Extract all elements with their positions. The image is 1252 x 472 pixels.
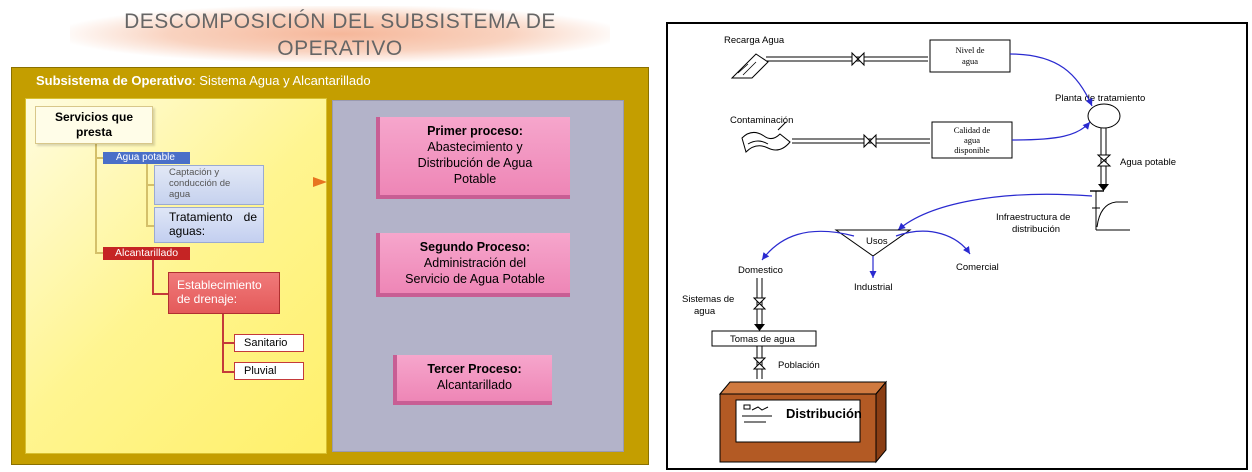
diagram-canvas: Recarga Agua Nivel de agua Contaminación… bbox=[682, 35, 1176, 464]
poblacion-label: Población bbox=[778, 360, 820, 371]
calidad-to-planta-arrow bbox=[1011, 121, 1091, 141]
distribucion-icon bbox=[742, 404, 772, 423]
captacion-line3: agua bbox=[169, 189, 191, 200]
recarga-agua-label: Recarga Agua bbox=[724, 35, 785, 46]
operative-subsystem-slide: DESCOMPOSICIÓN DEL SUBSISTEMA DE OPERATI… bbox=[11, 6, 649, 465]
agua-potable-flow bbox=[1096, 128, 1112, 191]
captacion-line2: conducción de bbox=[169, 178, 231, 189]
proceso1-line1: Abastecimiento y bbox=[427, 140, 523, 154]
poblacion-flow bbox=[752, 346, 767, 379]
usos-to-domestico-arrow bbox=[761, 230, 855, 261]
servicios-line1: Servicios que bbox=[54, 110, 134, 124]
contaminacion-flow bbox=[792, 133, 930, 149]
tree-connector bbox=[152, 260, 154, 294]
infra-line1: Infraestructura de bbox=[996, 212, 1070, 223]
calidad-line2: agua bbox=[964, 135, 980, 145]
sistemas-line1: Sistemas de bbox=[682, 294, 734, 305]
infra-line2: distribución bbox=[1012, 224, 1060, 235]
proceso1-line3: Potable bbox=[453, 172, 497, 186]
comercial-label: Comercial bbox=[956, 262, 999, 273]
sistemas-line2: agua bbox=[694, 306, 716, 317]
tree-connector bbox=[222, 371, 235, 373]
distribucion-label: Distribución bbox=[786, 406, 862, 421]
proceso3-title: Tercer Proceso: bbox=[427, 362, 522, 376]
proceso2-line2: Servicio de Agua Potable bbox=[405, 272, 545, 286]
tree-connector bbox=[152, 293, 169, 295]
tratamiento-word2: de bbox=[243, 210, 257, 224]
proceso3-line1: Alcantarillado bbox=[436, 378, 513, 392]
slide-title-line2: OPERATIVO bbox=[277, 37, 403, 60]
agua-potable-label: Agua potable bbox=[1120, 157, 1176, 168]
establecimiento-box: Establecimiento de drenaje: bbox=[168, 272, 280, 314]
calidad-line1: Calidad de bbox=[954, 125, 991, 135]
tree-connector bbox=[95, 252, 104, 254]
usos-node bbox=[834, 229, 912, 257]
tree-connector bbox=[95, 144, 97, 252]
servicios-line2: presta bbox=[75, 125, 113, 139]
industrial-label: Industrial bbox=[854, 282, 893, 293]
stock-flow-diagram: Recarga Agua Nivel de agua Contaminación… bbox=[666, 22, 1248, 470]
tratamiento-box: Tratamiento de aguas: bbox=[154, 207, 264, 243]
usos-to-comercial-arrow bbox=[895, 230, 971, 255]
recarga-flow bbox=[766, 51, 928, 67]
tratamiento-line2: aguas: bbox=[169, 224, 206, 238]
frame-header: Subsistema de Operativo: Sistema Agua y … bbox=[36, 73, 371, 88]
nivel-line1: Nivel de bbox=[955, 45, 984, 55]
tomas-box bbox=[711, 330, 817, 347]
nivel-agua-box bbox=[929, 39, 1011, 73]
tree-connector bbox=[222, 342, 235, 344]
captacion-box: Captación y conducción de agua bbox=[154, 165, 264, 205]
pollution-icon bbox=[741, 121, 791, 153]
proceso2-title: Segundo Proceso: bbox=[419, 240, 531, 254]
contaminacion-label: Contaminación bbox=[730, 115, 793, 126]
domestico-label: Domestico bbox=[738, 265, 783, 276]
frame-header-bold: Subsistema de Operativo bbox=[36, 73, 193, 88]
agua-potable-tag: Agua potable bbox=[103, 152, 190, 164]
slide-title-line1: DESCOMPOSICIÓN DEL SUBSISTEMA DE bbox=[124, 10, 556, 33]
infra-graph-icon bbox=[1090, 190, 1130, 231]
orange-arrow-icon bbox=[313, 177, 327, 187]
servicios-box: Servicios que presta bbox=[35, 106, 153, 144]
establecimiento-line2: de drenaje: bbox=[177, 292, 238, 306]
proceso2-line1: Administración del bbox=[423, 256, 527, 270]
slide-title: DESCOMPOSICIÓN DEL SUBSISTEMA DE OPERATI… bbox=[60, 8, 620, 62]
tomas-label: Tomas de agua bbox=[730, 334, 796, 345]
sistemas-agua-flow bbox=[752, 278, 767, 331]
captacion-line1: Captación y bbox=[169, 167, 220, 178]
tree-connector bbox=[95, 157, 104, 159]
establecimiento-line1: Establecimiento bbox=[177, 278, 262, 292]
proceso1-box: Primer proceso: Abastecimiento y Distrib… bbox=[380, 117, 570, 195]
infra-to-usos-arrow bbox=[897, 193, 1093, 231]
tratamiento-word1: Tratamiento bbox=[169, 210, 233, 224]
title-glow bbox=[70, 6, 610, 62]
tree-connector bbox=[146, 164, 148, 226]
nivel-to-planta-arrow bbox=[1009, 53, 1093, 107]
sanitario-box: Sanitario bbox=[234, 334, 304, 352]
planta-label: Planta de tratamiento bbox=[1055, 93, 1145, 104]
frame-header-rest: : Sistema Agua y Alcantarillado bbox=[192, 73, 371, 88]
proceso2-box: Segundo Proceso: Administración del Serv… bbox=[380, 233, 570, 293]
tree-connector bbox=[146, 184, 155, 186]
proceso1-line2: Distribución de Agua bbox=[417, 156, 533, 170]
pluvial-box: Pluvial bbox=[234, 362, 304, 380]
alcantarillado-tag: Alcantarillado bbox=[103, 247, 190, 260]
planta-node bbox=[1087, 103, 1121, 129]
tree-connector bbox=[146, 225, 155, 227]
calidad-line3: disponible bbox=[954, 145, 990, 155]
proceso3-box: Tercer Proceso: Alcantarillado bbox=[397, 355, 552, 401]
hill-icon bbox=[730, 53, 769, 79]
nivel-line2: agua bbox=[962, 56, 978, 66]
proceso1-title: Primer proceso: bbox=[427, 124, 523, 138]
usos-label: Usos bbox=[866, 236, 888, 247]
